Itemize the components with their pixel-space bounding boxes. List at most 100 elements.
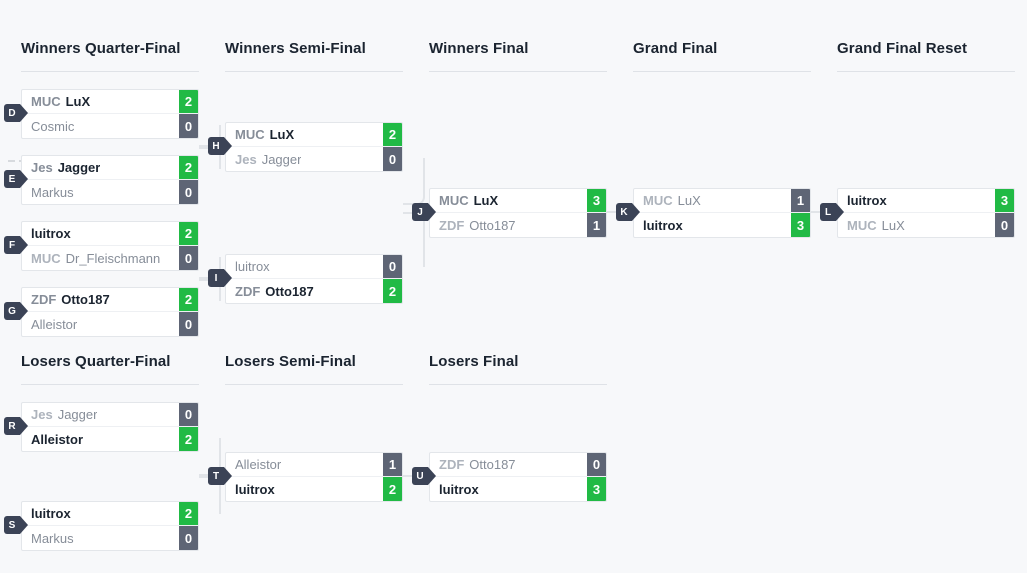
match-I[interactable]: luitrox 0 ZDF Otto187 2 <box>225 254 403 304</box>
team-label: Jagger <box>57 160 101 175</box>
match-row[interactable]: luitrox 0 <box>226 255 402 279</box>
match-row[interactable]: Cosmic 0 <box>22 114 198 138</box>
match-row[interactable]: ZDF Otto187 2 <box>22 288 198 312</box>
round-header-grand-final: Grand Final <box>633 40 811 72</box>
team-label: Cosmic <box>31 118 75 134</box>
round-divider <box>837 71 1015 72</box>
match-row[interactable]: Alleistor 1 <box>226 453 402 477</box>
feed-stub-e-top <box>8 160 15 162</box>
round-header-winners-quarter-final: Winners Quarter-Final <box>21 40 199 72</box>
match-badge-E[interactable]: E <box>4 170 28 188</box>
match-row[interactable]: Alleistor 2 <box>22 427 198 451</box>
team-tag: MUC <box>31 250 61 266</box>
team-score: 3 <box>587 189 606 212</box>
connector-h-to-j <box>403 158 425 205</box>
team-tag: MUC <box>31 94 61 109</box>
team-tag: ZDF <box>439 217 465 233</box>
match-letter: E <box>4 170 20 188</box>
badge-arrow-icon <box>836 203 844 221</box>
team-tag: ZDF <box>31 292 57 307</box>
team-label: luitrox <box>439 481 479 497</box>
match-badge-G[interactable]: G <box>4 302 28 320</box>
match-badge-R[interactable]: R <box>4 417 28 435</box>
team-score: 0 <box>383 147 402 171</box>
match-row[interactable]: ZDF Otto187 0 <box>430 453 606 477</box>
match-letter: L <box>820 203 836 221</box>
team-label: LuX <box>881 217 905 233</box>
match-row[interactable]: luitrox 2 <box>22 502 198 526</box>
match-row[interactable]: Alleistor 0 <box>22 312 198 336</box>
match-row[interactable]: MUC LuX 3 <box>430 189 606 213</box>
match-D[interactable]: MUC LuX 2 Cosmic 0 <box>21 89 199 139</box>
team-score: 2 <box>383 279 402 303</box>
match-T[interactable]: Alleistor 1 luitrox 2 <box>225 452 403 502</box>
match-row[interactable]: Jes Jagger 0 <box>226 147 402 171</box>
team-name: Alleistor <box>226 453 383 476</box>
badge-arrow-icon <box>428 467 436 485</box>
match-row[interactable]: ZDF Otto187 2 <box>226 279 402 303</box>
match-row[interactable]: luitrox 3 <box>634 213 810 237</box>
team-tag: MUC <box>439 193 469 208</box>
match-L[interactable]: luitrox 3 MUC LuX 0 <box>837 188 1015 238</box>
match-badge-H[interactable]: H <box>208 137 232 155</box>
badge-arrow-icon <box>20 516 28 534</box>
match-row[interactable]: MUC LuX 2 <box>22 90 198 114</box>
match-K[interactable]: MUC LuX 1 luitrox 3 <box>633 188 811 238</box>
match-badge-J[interactable]: J <box>412 203 436 221</box>
round-header-grand-final-reset: Grand Final Reset <box>837 40 1015 72</box>
team-score: 0 <box>383 255 402 278</box>
team-score: 1 <box>587 213 606 237</box>
round-title: Winners Semi-Final <box>225 40 366 57</box>
round-header-winners-final: Winners Final <box>429 40 607 72</box>
round-header-losers-semi-final: Losers Semi-Final <box>225 353 403 385</box>
team-tag: Jes <box>235 151 257 167</box>
match-badge-F[interactable]: F <box>4 236 28 254</box>
match-badge-T[interactable]: T <box>208 467 232 485</box>
match-badge-K[interactable]: K <box>616 203 640 221</box>
match-row[interactable]: MUC LuX 0 <box>838 213 1014 237</box>
team-label: LuX <box>65 94 91 109</box>
team-label: luitrox <box>847 193 887 208</box>
match-row[interactable]: Jes Jagger 0 <box>22 403 198 427</box>
match-row[interactable]: ZDF Otto187 1 <box>430 213 606 237</box>
team-name: MUC LuX <box>430 189 587 212</box>
match-R[interactable]: Jes Jagger 0 Alleistor 2 <box>21 402 199 452</box>
match-row[interactable]: MUC LuX 1 <box>634 189 810 213</box>
match-badge-U[interactable]: U <box>412 467 436 485</box>
match-row[interactable]: Jes Jagger 2 <box>22 156 198 180</box>
match-E[interactable]: Jes Jagger 2 Markus 0 <box>21 155 199 205</box>
team-label: LuX <box>473 193 499 208</box>
team-name: luitrox <box>226 255 383 278</box>
match-S[interactable]: luitrox 2 Markus 0 <box>21 501 199 551</box>
match-row[interactable]: luitrox 3 <box>430 477 606 501</box>
match-J[interactable]: MUC LuX 3 ZDF Otto187 1 <box>429 188 607 238</box>
match-badge-D[interactable]: D <box>4 104 28 122</box>
match-badge-S[interactable]: S <box>4 516 28 534</box>
match-row[interactable]: Markus 0 <box>22 180 198 204</box>
team-label: luitrox <box>31 226 71 241</box>
match-row[interactable]: luitrox 2 <box>22 222 198 246</box>
round-divider <box>225 384 403 385</box>
match-F[interactable]: luitrox 2 MUC Dr_Fleischmann 0 <box>21 221 199 271</box>
team-tag: MUC <box>847 217 877 233</box>
team-name: Jes Jagger <box>22 156 179 179</box>
match-row[interactable]: MUC LuX 2 <box>226 123 402 147</box>
match-row[interactable]: MUC Dr_Fleischmann 0 <box>22 246 198 270</box>
team-label: Markus <box>31 184 74 200</box>
team-tag: ZDF <box>439 457 465 472</box>
badge-arrow-icon <box>20 417 28 435</box>
match-row[interactable]: Markus 0 <box>22 526 198 550</box>
match-letter: K <box>616 203 632 221</box>
match-row[interactable]: luitrox 2 <box>226 477 402 501</box>
match-row[interactable]: luitrox 3 <box>838 189 1014 213</box>
match-badge-L[interactable]: L <box>820 203 844 221</box>
match-badge-I[interactable]: I <box>208 269 232 287</box>
team-tag: Jes <box>31 160 53 175</box>
team-name: luitrox <box>226 477 383 501</box>
match-G[interactable]: ZDF Otto187 2 Alleistor 0 <box>21 287 199 337</box>
match-H[interactable]: MUC LuX 2 Jes Jagger 0 <box>225 122 403 172</box>
match-U[interactable]: ZDF Otto187 0 luitrox 3 <box>429 452 607 502</box>
match-letter: G <box>4 302 20 320</box>
match-letter: S <box>4 516 20 534</box>
